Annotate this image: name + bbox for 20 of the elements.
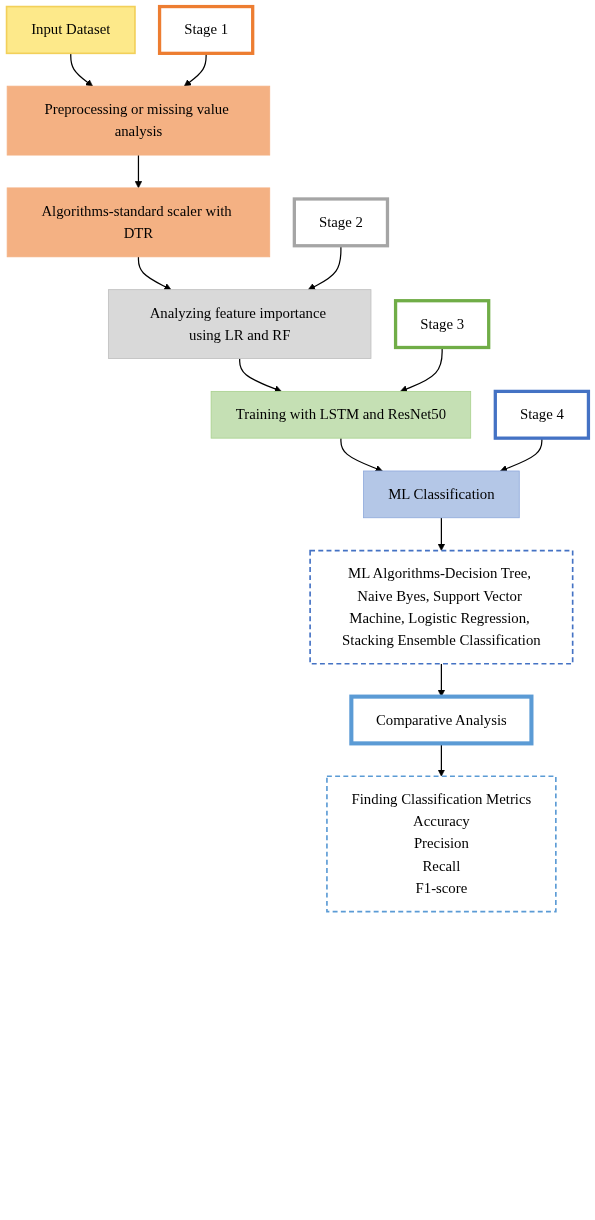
- node-box: ML Algorithms-Decision Tree, Naive Byes, Support Vector Machine, Logistic Regression, Stacking Ensemble Classification: [309, 549, 574, 665]
- node-box: Algorithms-standard scaler with DTR: [6, 187, 271, 258]
- node-box: Finding Classification Metrics Accuracy Precision Recall F1-score: [326, 775, 557, 913]
- node-box: Input Dataset: [5, 5, 136, 55]
- arrow: [137, 256, 172, 290]
- arrow: [239, 357, 282, 393]
- node-box: ML Classification: [363, 470, 520, 519]
- node-box: Stage 4: [493, 389, 591, 440]
- arrow: [70, 52, 93, 87]
- node-box: Stage 1: [157, 4, 255, 55]
- arrow: [307, 245, 342, 290]
- arrow: [437, 517, 445, 551]
- node-box: Stage 3: [393, 299, 491, 350]
- arrow: [340, 437, 383, 472]
- node-box: Comparative Analysis: [349, 694, 534, 746]
- arrow: [134, 154, 143, 189]
- node-box: Preprocessing or missing value analysis: [6, 85, 271, 156]
- node-box: Training with LSTM and ResNet50: [210, 390, 472, 439]
- node-box: Stage 2: [292, 197, 390, 248]
- node-box: Analyzing feature importance using LR and RF: [108, 289, 372, 359]
